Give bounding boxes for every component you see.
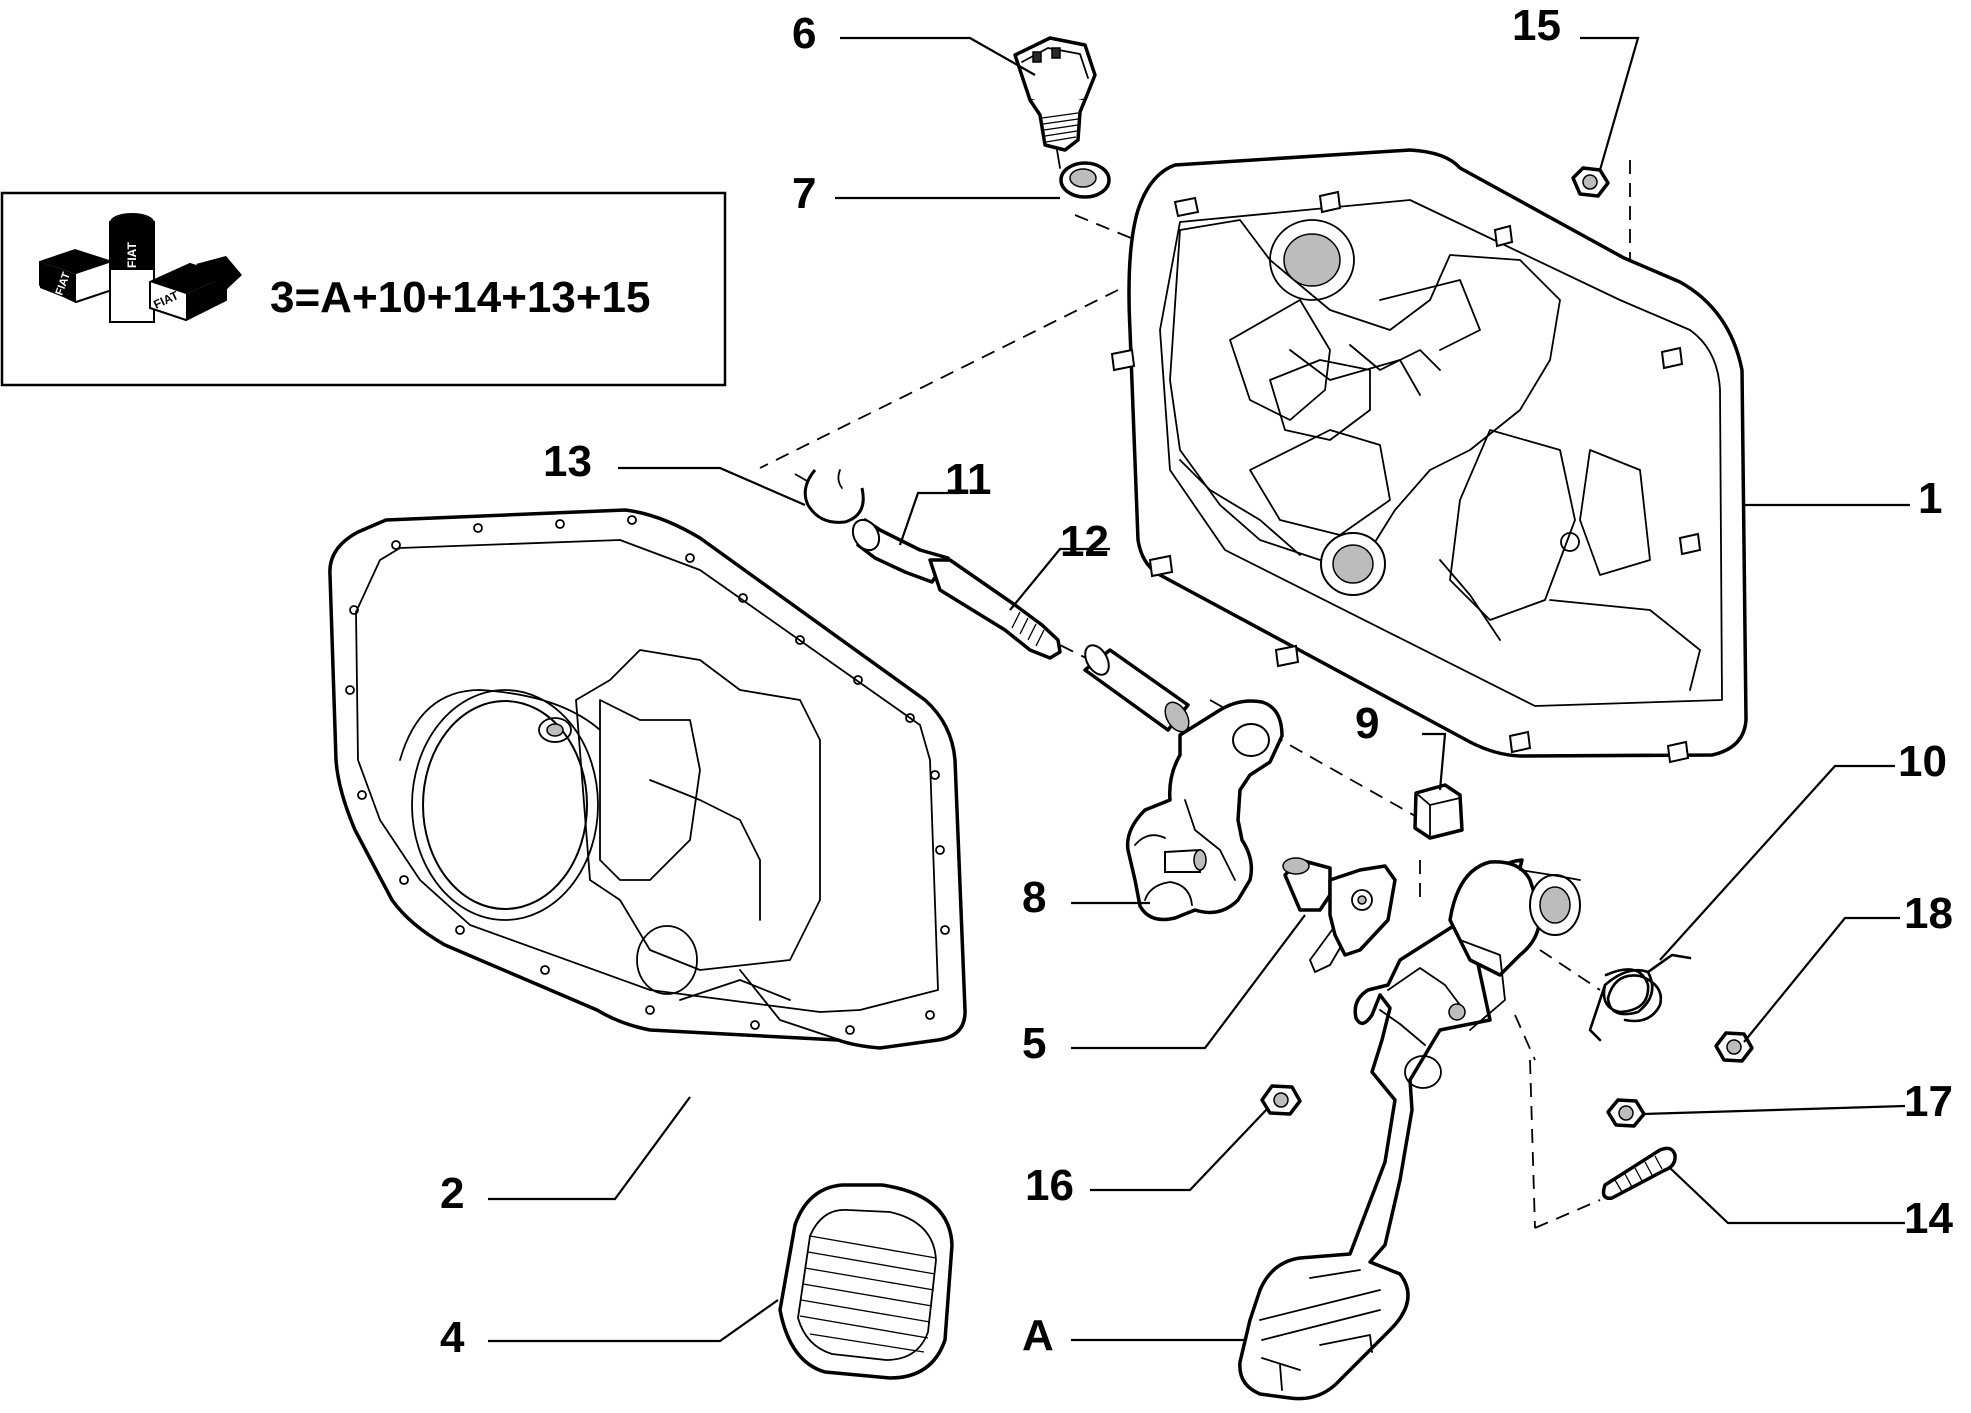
callout-9: 9 <box>1355 699 1379 748</box>
part-9-pad <box>1413 783 1464 840</box>
part-13-clip <box>803 469 865 524</box>
part-14-stud <box>1601 1146 1677 1200</box>
part-7-washer <box>1059 161 1111 199</box>
part-17-nut <box>1606 1098 1646 1128</box>
callout-8: 8 <box>1022 873 1046 922</box>
callout-11: 11 <box>945 455 992 504</box>
callout-12: 12 <box>1060 517 1109 566</box>
callout-A: A <box>1022 1311 1054 1360</box>
part-A-pedal-lever <box>1238 858 1581 1401</box>
callout-2: 2 <box>440 1169 464 1218</box>
part-12-pin <box>928 558 1062 660</box>
callout-labels: 6 15 7 1 13 11 12 9 10 18 8 5 16 17 14 2… <box>440 1 1953 1362</box>
part-4-pedal-pad <box>778 1183 954 1380</box>
callout-17: 17 <box>1904 1077 1953 1126</box>
callout-16: 16 <box>1025 1161 1074 1210</box>
part-5-switch <box>1282 857 1397 973</box>
callout-18: 18 <box>1904 889 1953 938</box>
fiat-kit-icon: FIAT FIAT FIAT <box>39 213 242 323</box>
cover-plate-holes <box>345 515 950 1035</box>
kit-legend: FIAT FIAT FIAT 3=A+10+14+13+15 <box>0 191 727 387</box>
part-15-nut <box>1571 166 1610 198</box>
part-18-nut <box>1714 1031 1754 1063</box>
callout-7: 7 <box>792 169 816 218</box>
pedal-pad-ribs <box>799 1235 937 1353</box>
bracket-studs <box>1110 190 1702 764</box>
part-1-pedal-bracket <box>1110 148 1748 764</box>
part-6-sensor <box>1013 36 1097 169</box>
callout-14: 14 <box>1904 1194 1953 1243</box>
callout-5: 5 <box>1022 1019 1046 1068</box>
callout-4: 4 <box>440 1313 465 1362</box>
callout-1: 1 <box>1918 474 1942 523</box>
part-2-cover-plate <box>328 508 967 1050</box>
spacer-bushing <box>1083 644 1190 733</box>
callout-15: 15 <box>1512 1 1561 50</box>
callout-13: 13 <box>543 437 592 486</box>
fiat-icon-label-2: FIAT <box>125 242 139 268</box>
part-16-nut <box>1260 1084 1302 1116</box>
part-11-bushing <box>851 518 950 584</box>
callout-6: 6 <box>792 9 816 58</box>
part-8-lever <box>1125 699 1284 922</box>
callout-10: 10 <box>1898 737 1947 786</box>
kit-formula: 3=A+10+14+13+15 <box>270 273 651 322</box>
leader-lines <box>488 36 1910 1343</box>
part-10-spring <box>1588 953 1692 1042</box>
